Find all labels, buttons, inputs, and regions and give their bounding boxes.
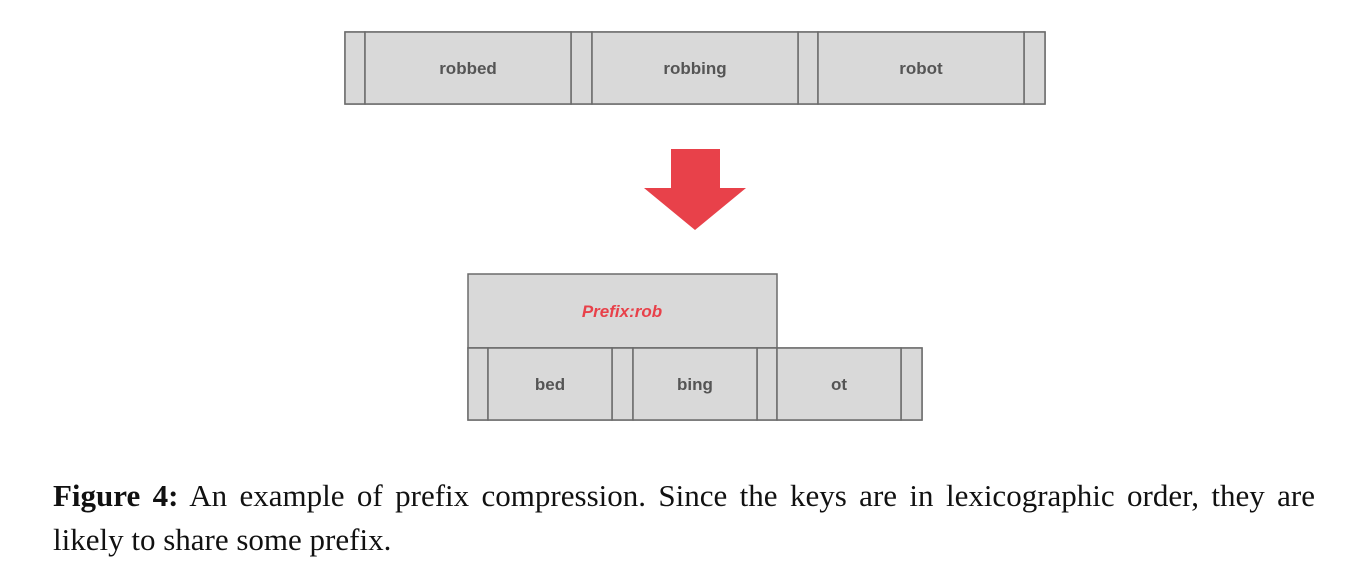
suffix-row-slot <box>467 347 489 421</box>
top-key-row <box>344 31 1046 105</box>
top-row-slot <box>1023 31 1046 105</box>
suffix-label-2: bing <box>677 375 713 394</box>
suffix-cell-3 <box>776 347 902 421</box>
key-cell-1 <box>364 31 572 105</box>
suffix-row-slot <box>900 347 923 421</box>
down-arrow-icon <box>644 149 746 230</box>
prefix-label: Prefix:rob <box>582 302 662 321</box>
top-row-slot <box>797 31 819 105</box>
top-row-slot <box>344 31 366 105</box>
suffix-label-3: ot <box>831 375 847 394</box>
key-cell-3 <box>817 31 1025 105</box>
key-label-3: robot <box>899 59 943 78</box>
caption-text: An example of prefix compression. Since … <box>53 478 1315 557</box>
top-row-slot <box>570 31 593 105</box>
figure-label: Figure 4: <box>53 478 179 513</box>
prefix-compression-diagram: robbed robbing robot Prefix:rob bed bing… <box>344 31 1046 421</box>
figure-caption: Figure 4: An example of prefix compressi… <box>53 474 1315 562</box>
suffix-cell-2 <box>632 347 758 421</box>
key-label-2: robbing <box>663 59 726 78</box>
suffix-cell-1 <box>487 347 613 421</box>
suffix-label-1: bed <box>535 375 565 394</box>
suffix-row-slot <box>611 347 634 421</box>
suffix-row <box>467 347 923 421</box>
key-cell-2 <box>591 31 799 105</box>
key-label-1: robbed <box>439 59 497 78</box>
suffix-row-slot <box>756 347 778 421</box>
